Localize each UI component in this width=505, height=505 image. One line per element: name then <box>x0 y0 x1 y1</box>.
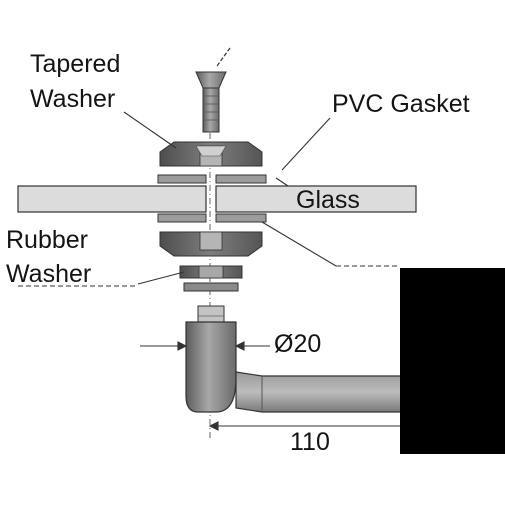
diameter-label: Ø20 <box>274 330 322 358</box>
glass-panel <box>17 185 417 213</box>
glass-label: Glass <box>296 186 360 214</box>
rubber-washer-label-line2: Washer <box>6 260 92 288</box>
leader-lines <box>18 111 400 287</box>
tapered-washer-label-line1: Tapered <box>30 50 121 78</box>
pvc-gasket-lower <box>157 213 267 223</box>
length-label: 110 <box>290 428 330 456</box>
rubber-washer-label-line1: Rubber <box>6 226 88 254</box>
pvc-gasket-label: PVC Gasket <box>332 90 470 118</box>
diameter-dimension <box>140 341 270 351</box>
length-dimension <box>208 421 400 431</box>
fitting-body <box>185 305 403 413</box>
tapered-washer <box>159 141 263 167</box>
screw-arrow <box>216 47 231 67</box>
pvc-gasket-upper <box>157 174 267 184</box>
tapered-washer-label-line2: Washer <box>30 85 116 113</box>
black-overlay-block <box>400 268 505 454</box>
countersunk-screw <box>195 71 227 133</box>
lower-washer <box>159 231 263 257</box>
rubber-washer <box>179 265 243 292</box>
